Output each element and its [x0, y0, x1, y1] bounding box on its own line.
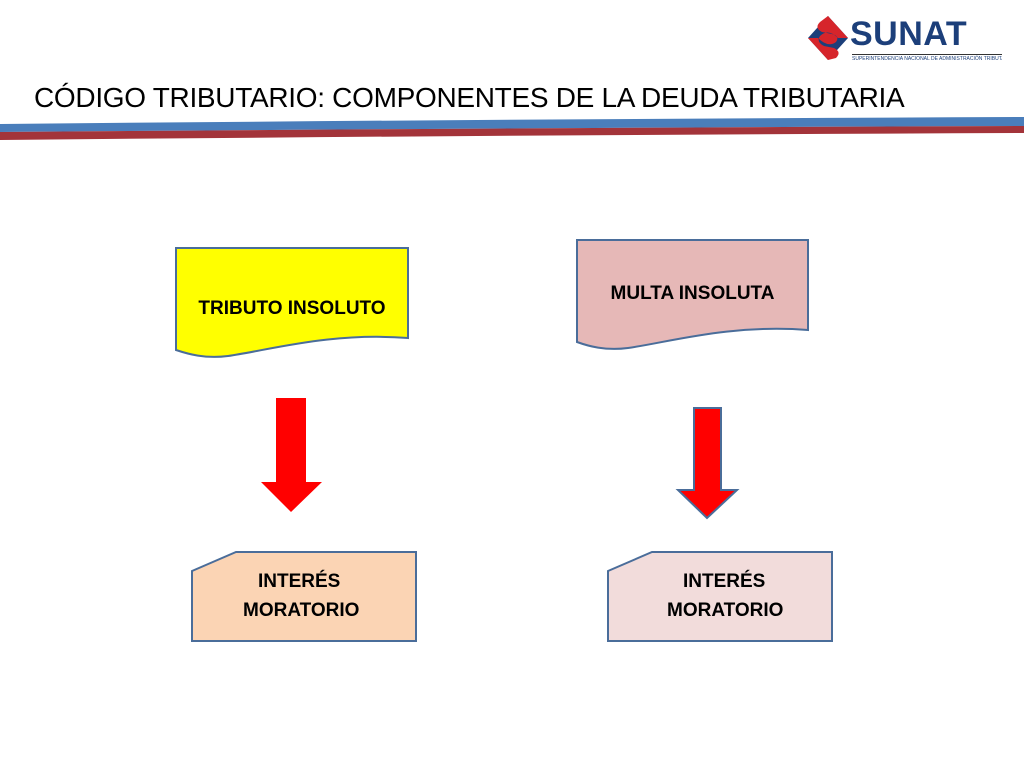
- multa-insoluta-label: MULTA INSOLUTA: [610, 283, 775, 304]
- sunat-logo: SUNAT SUPERINTENDENCIA NACIONAL DE ADMIN…: [806, 14, 1002, 70]
- header-band-red: [0, 126, 1024, 140]
- tributo-insoluto-box: [175, 247, 409, 358]
- down-arrow-1: [261, 398, 322, 512]
- interes-moratorio-box-2: [607, 551, 833, 642]
- interes-moratorio-label-1-line1: INTERÉS: [258, 571, 341, 592]
- down-arrow-2: [675, 407, 740, 520]
- multa-insoluta-box: [576, 239, 809, 350]
- interes-moratorio-label-2-line2: MORATORIO: [667, 600, 784, 621]
- interes-moratorio-label-1-line2: MORATORIO: [243, 600, 360, 621]
- interes-moratorio-label-2-line1: INTERÉS: [683, 571, 766, 592]
- sunat-diamond-logo-icon: [808, 16, 848, 60]
- interes-moratorio-box-1: [191, 551, 417, 642]
- slide-title: CÓDIGO TRIBUTARIO: COMPONENTES DE LA DEU…: [34, 82, 905, 113]
- header-band-blue: [0, 117, 1024, 132]
- logo-subtitle: SUPERINTENDENCIA NACIONAL DE ADMINISTRAC…: [852, 54, 1002, 62]
- tributo-insoluto-label: TRIBUTO INSOLUTO: [198, 298, 386, 319]
- logo-wordmark: SUNAT: [850, 15, 968, 53]
